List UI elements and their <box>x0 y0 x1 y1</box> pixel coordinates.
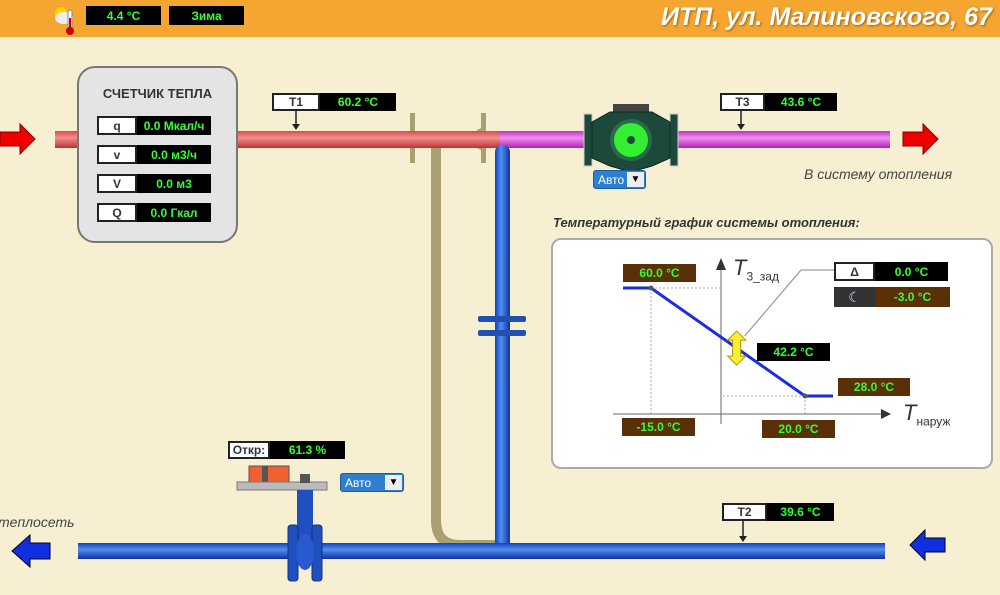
pump-mode-select[interactable]: Авто▼ <box>593 170 646 189</box>
outlet-arrow-icon <box>902 122 939 156</box>
t3-label: T3 <box>720 93 765 111</box>
delta-value[interactable]: 0.0 °C <box>875 262 948 281</box>
chevron-down-icon: ▼ <box>627 172 644 187</box>
heat-meter-title: СЧЕТЧИК ТЕПЛА <box>102 86 213 101</box>
season-value: Зима <box>169 6 244 25</box>
valve-open-value: 61.3 % <box>270 441 345 459</box>
y-axis-label: T3_зад <box>733 255 779 284</box>
valve-open-label: Откр: <box>228 441 270 459</box>
x-axis-label: Tнаруж <box>903 400 951 429</box>
heating-curve-chart <box>613 258 891 424</box>
chart-title: Температурный график системы отопления: <box>553 215 860 230</box>
outdoor-temp-value: 4.4 °C <box>86 6 161 25</box>
meter-row-label: v <box>97 145 137 164</box>
meter-row-value: 0.0 м3/ч <box>137 145 211 164</box>
night-moon-icon: ☾ <box>834 287 875 307</box>
min-supply-temp[interactable]: 28.0 °C <box>838 378 910 396</box>
meter-row-value: 0.0 Мкал/ч <box>137 116 211 135</box>
return-outlet-arrow-icon <box>11 533 51 569</box>
mixing-pipe <box>495 145 510 550</box>
heat-network-caption: теплосеть <box>0 514 75 530</box>
to-system-caption: В систему отопления <box>804 166 953 182</box>
weather-thermometer-icon <box>55 7 74 35</box>
setpoint-adjust-arrow-icon <box>726 330 747 366</box>
x-axis-arrow-icon <box>881 409 891 419</box>
pump-icon <box>583 104 679 173</box>
max-supply-temp[interactable]: 60.0 °C <box>623 264 696 282</box>
inlet-arrow-icon <box>0 122 36 156</box>
pointer-line <box>744 269 802 337</box>
night-offset-value[interactable]: -3.0 °C <box>875 287 950 307</box>
valve-mode-select[interactable]: Авто ▼ <box>340 473 404 492</box>
meter-row-label: Q <box>97 203 137 222</box>
curve-point <box>648 285 654 291</box>
t1-label: T1 <box>272 93 320 111</box>
current-setpoint-value: 42.2 °C <box>757 343 830 361</box>
t2-value: 39.6 °C <box>767 503 834 521</box>
delta-label: Δ <box>834 262 875 281</box>
pump-mode-value: Авто <box>598 172 625 187</box>
meter-row-label: V <box>97 174 137 193</box>
meter-row-value: 0.0 Гкал <box>137 203 211 222</box>
meter-row-value: 0.0 м3 <box>137 174 211 193</box>
control-valve-icon <box>236 465 328 582</box>
system-supply-pipe <box>500 131 890 148</box>
y-axis-arrow-icon <box>716 258 726 270</box>
heating-curve-line <box>623 286 833 398</box>
return-pipe <box>78 543 885 559</box>
valve-mode-value: Авто <box>345 475 372 490</box>
header-bar <box>0 0 1000 37</box>
return-inlet-arrow-icon <box>909 528 946 562</box>
min-outdoor-temp[interactable]: -15.0 °C <box>622 418 695 436</box>
chevron-down-icon: ▼ <box>385 475 402 490</box>
curve-point <box>802 393 808 399</box>
meter-row-label: q <box>97 116 137 135</box>
max-outdoor-temp[interactable]: 20.0 °C <box>762 420 835 438</box>
bypass-tube <box>431 140 500 550</box>
t2-label: T2 <box>722 503 767 521</box>
page-title: ИТП, ул. Малиновского, 67 <box>660 3 992 31</box>
t3-value: 43.6 °C <box>765 93 837 111</box>
t1-value: 60.2 °C <box>320 93 396 111</box>
